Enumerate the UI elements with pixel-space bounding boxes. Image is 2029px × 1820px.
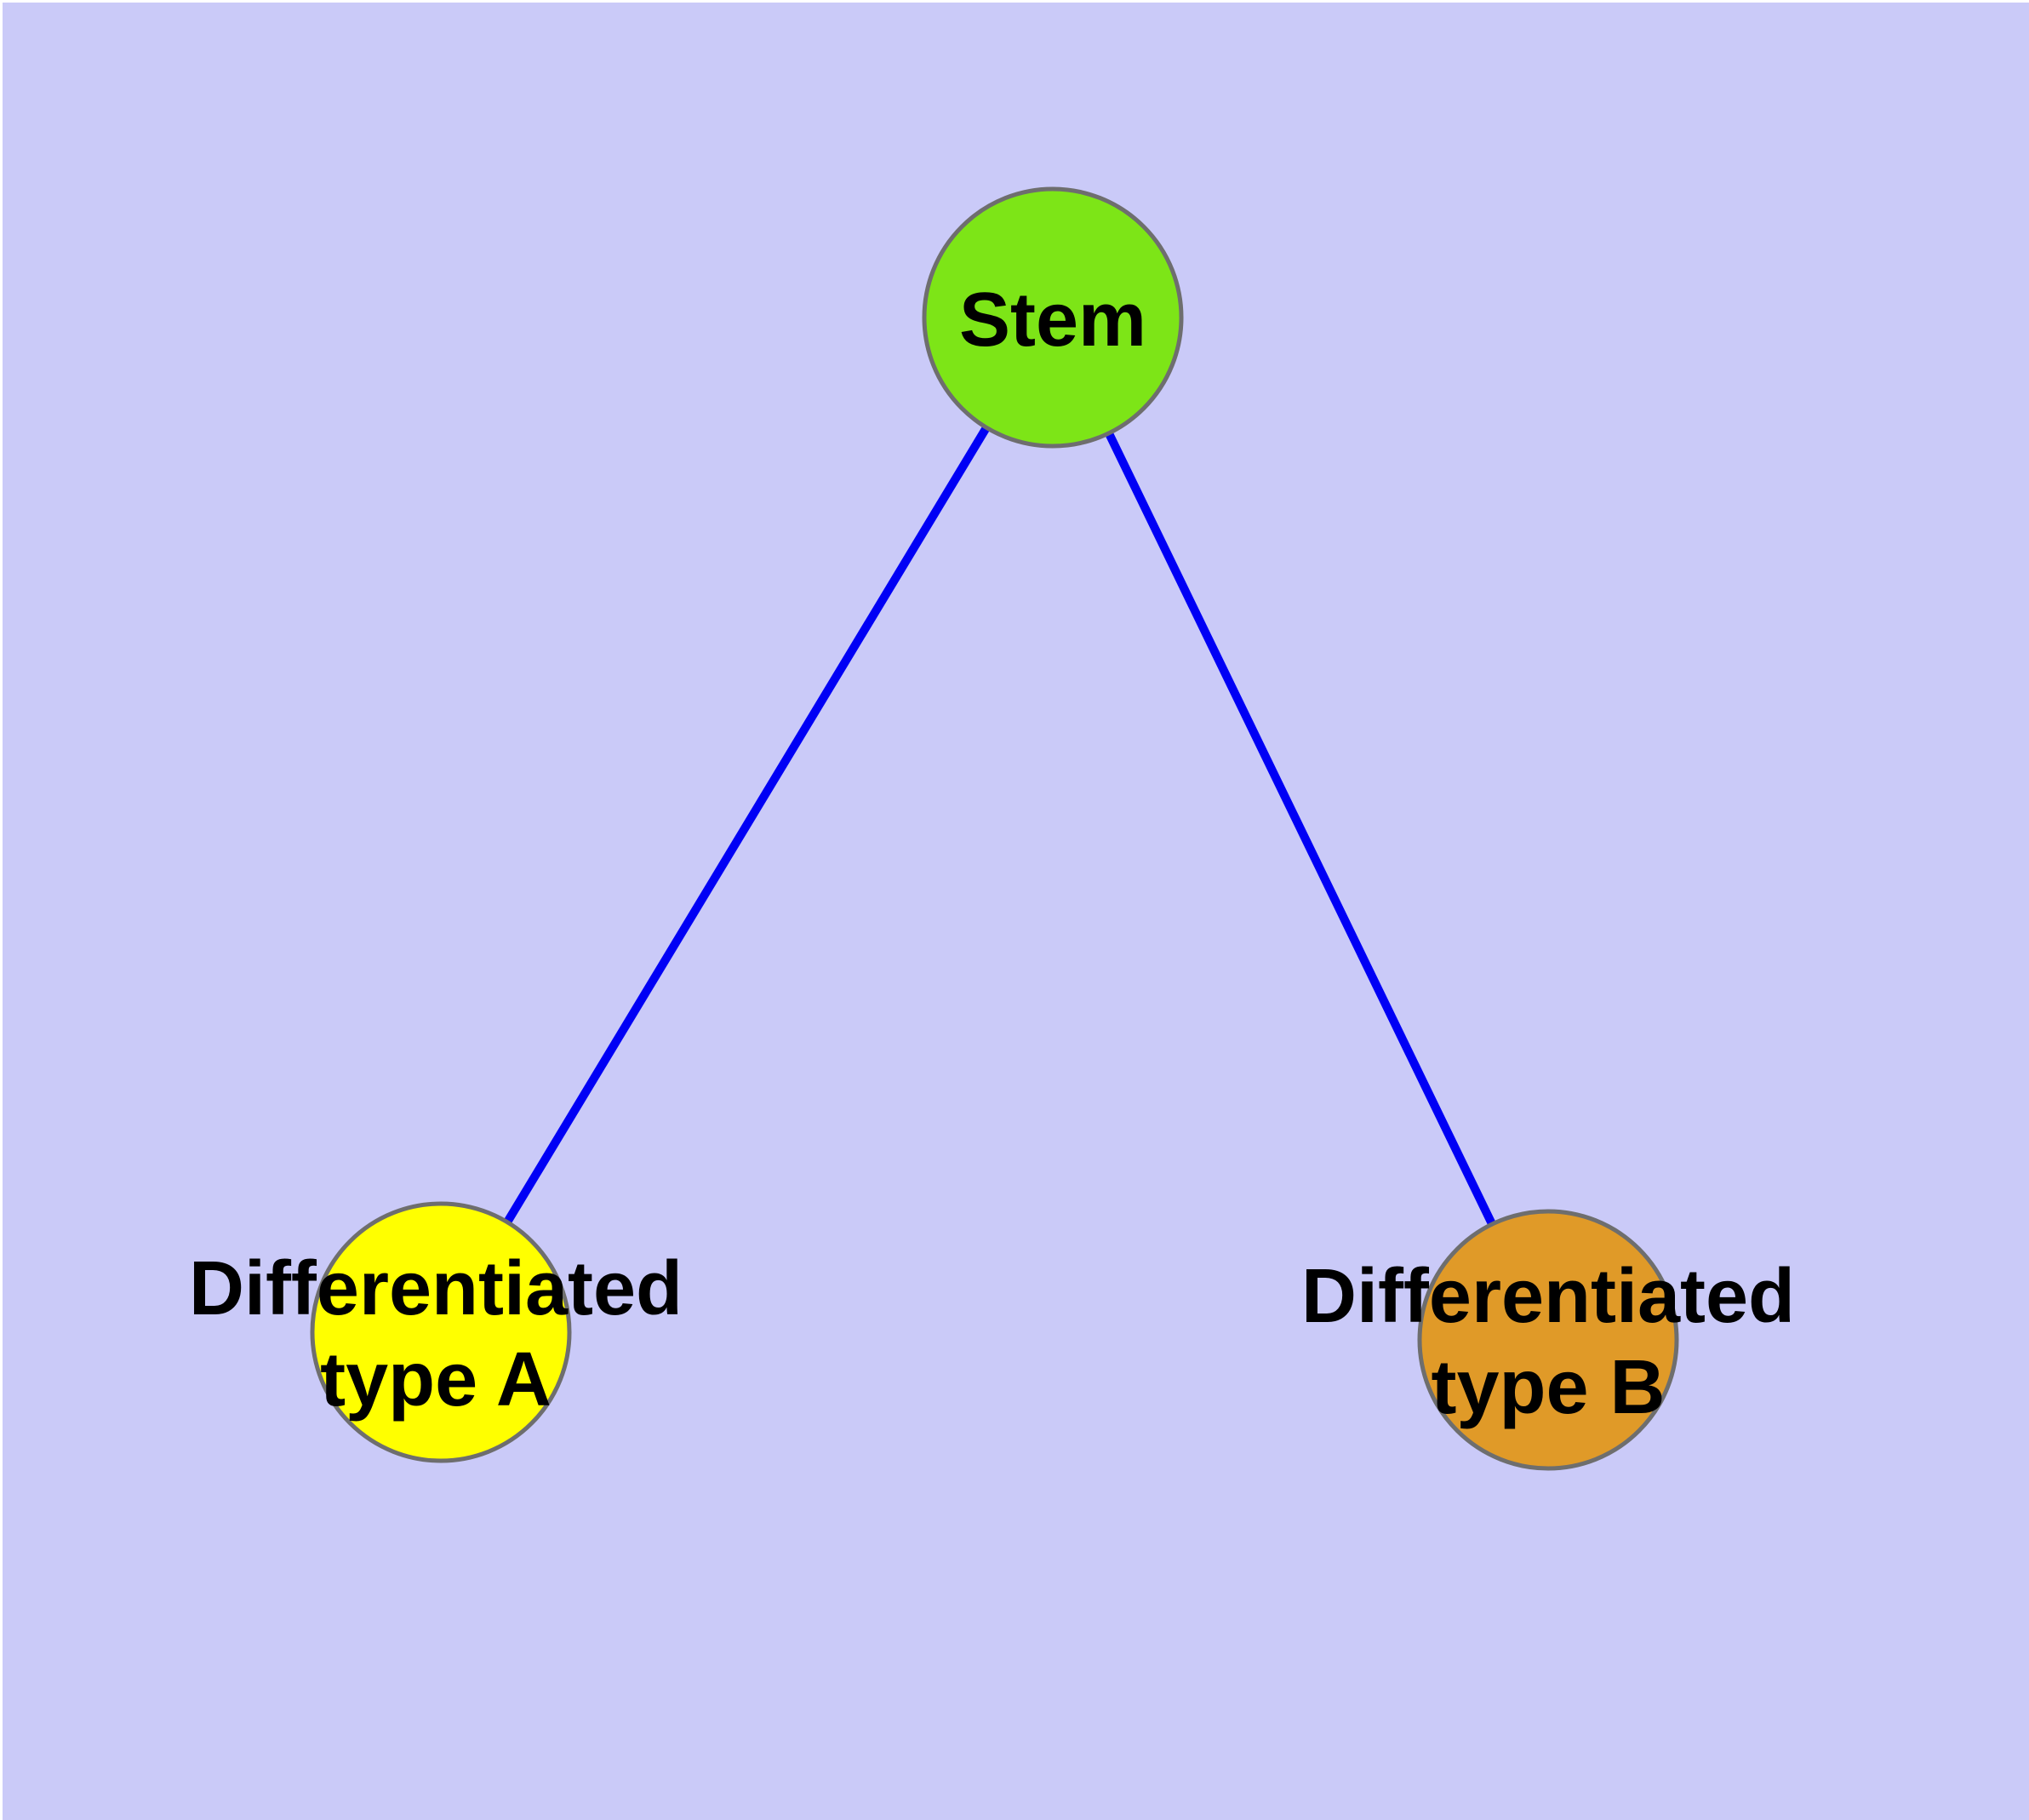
edge-stem-to-type-b	[1049, 315, 1552, 1342]
node-stem	[922, 186, 1184, 449]
node-type-a-label-line1: Differentiated	[189, 1246, 683, 1331]
node-type-b-label-line1: Differentiated	[1301, 1254, 1795, 1339]
node-type-a-label-line2: type A	[320, 1337, 552, 1422]
edge-stem-to-type-a	[437, 315, 1057, 1335]
node-differentiated-type-a	[310, 1201, 572, 1463]
node-stem-label: Stem	[959, 278, 1146, 363]
node-differentiated-type-b	[1417, 1209, 1679, 1471]
node-type-b-label-line2: type B	[1431, 1345, 1665, 1430]
